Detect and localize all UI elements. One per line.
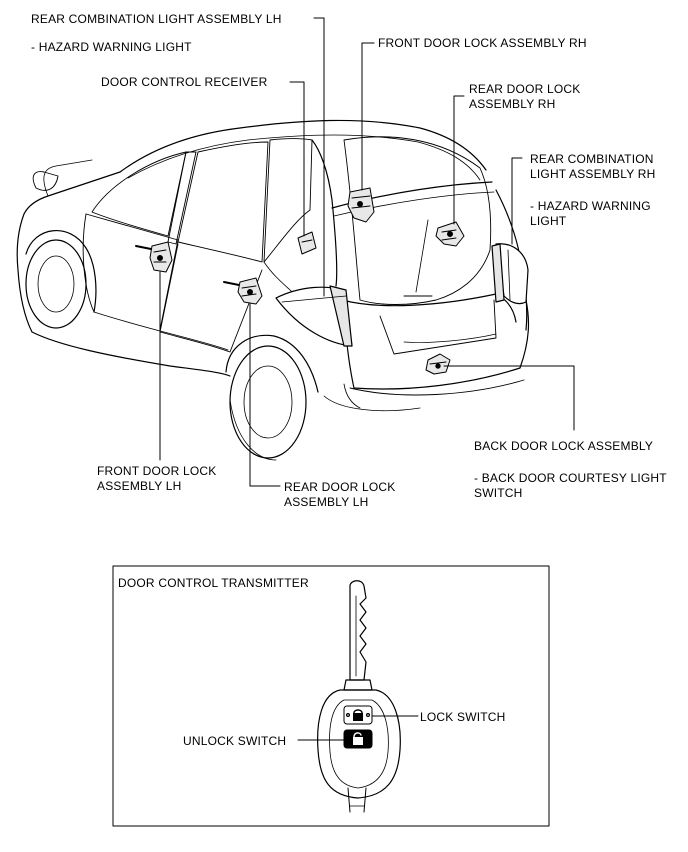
component-rear-light-rh — [491, 243, 529, 305]
component-back-door-lock — [425, 353, 451, 375]
label-line: SWITCH — [474, 486, 523, 500]
label-rear-combination-light-lh: REAR COMBINATION LIGHT ASSEMBLY LH - HAZ… — [31, 12, 282, 55]
component-front-door-lock-rh — [347, 187, 375, 223]
component-rear-light-lh — [275, 285, 353, 347]
label-line: REAR DOOR LOCK — [284, 480, 396, 494]
label-front-door-lock-rh: FRONT DOOR LOCK ASSEMBLY RH — [378, 36, 587, 51]
label-line: - HAZARD WARNING — [530, 199, 651, 213]
label-line: REAR DOOR LOCK — [469, 82, 581, 96]
component-door-control-receiver — [297, 231, 317, 255]
label-line: LIGHT ASSEMBLY RH — [530, 167, 656, 181]
key-fob — [317, 580, 401, 813]
component-front-door-lock-lh — [149, 241, 173, 273]
label-unlock-switch: UNLOCK SWITCH — [183, 734, 287, 748]
label-back-door-lock: BACK DOOR LOCK ASSEMBLY - BACK DOOR COUR… — [474, 439, 667, 501]
transmitter-title: DOOR CONTROL TRANSMITTER — [118, 576, 309, 590]
label-line: REAR COMBINATION — [530, 152, 654, 166]
label-rear-door-lock-lh: REAR DOOR LOCK ASSEMBLY LH — [284, 480, 396, 510]
label-line: ASSEMBLY LH — [97, 479, 182, 493]
leader-lines — [159, 17, 575, 487]
component-rear-door-lock-rh — [435, 221, 465, 247]
label-line: FRONT DOOR LOCK — [97, 464, 217, 478]
label-line: LIGHT — [530, 214, 567, 228]
component-rear-door-lock-lh — [237, 277, 263, 305]
label-line: - HAZARD WARNING LIGHT — [31, 40, 192, 54]
label-front-door-lock-lh: FRONT DOOR LOCK ASSEMBLY LH — [97, 464, 216, 494]
transmitter-panel — [112, 565, 550, 827]
label-door-control-receiver: DOOR CONTROL RECEIVER — [101, 75, 267, 90]
label-line: BACK DOOR LOCK ASSEMBLY — [474, 439, 654, 453]
label-line: FRONT DOOR LOCK ASSEMBLY RH — [378, 36, 587, 50]
label-line: ASSEMBLY LH — [284, 495, 369, 509]
transmitter-leader-lines — [297, 715, 419, 741]
label-rear-combination-light-rh: REAR COMBINATION LIGHT ASSEMBLY RH - HAZ… — [530, 152, 655, 229]
label-line: ASSEMBLY RH — [469, 97, 556, 111]
car-body — [16, 119, 530, 461]
label-rear-door-lock-rh: REAR DOOR LOCK ASSEMBLY RH — [469, 82, 581, 112]
label-line: REAR COMBINATION LIGHT ASSEMBLY LH — [31, 12, 282, 26]
label-lock-switch: LOCK SWITCH — [420, 710, 506, 724]
label-line: DOOR CONTROL RECEIVER — [101, 75, 268, 89]
label-line: - BACK DOOR COURTESY LIGHT — [474, 471, 667, 485]
